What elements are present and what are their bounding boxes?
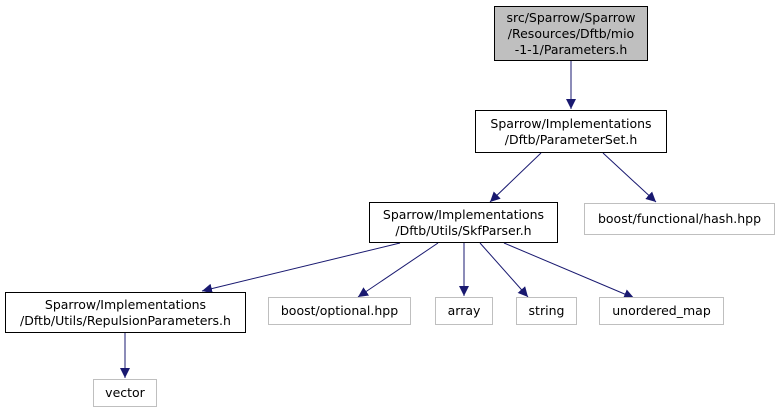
node-label-line: vector (105, 385, 145, 400)
node-optional-hpp[interactable]: boost/optional.hpp (268, 297, 411, 325)
node-label-line: /Dftb/Utils/SkfParser.h (395, 222, 532, 238)
node-parameterset-h[interactable]: Sparrow/Implementations /Dftb/ParameterS… (475, 110, 667, 153)
node-string[interactable]: string (516, 297, 577, 325)
node-vector[interactable]: vector (93, 379, 157, 407)
node-parameters-h[interactable]: src/Sparrow/Sparrow /Resources/Dftb/mio … (494, 6, 648, 61)
node-label-line: boost/optional.hpp (280, 303, 399, 318)
node-label-line: src/Sparrow/Sparrow (506, 9, 636, 25)
node-label-line: /Dftb/Utils/RepulsionParameters.h (20, 312, 231, 328)
edge-parameterset-to-skfparser (489, 152, 542, 203)
node-label-line: -1-1/Parameters.h (514, 41, 628, 57)
node-label-line: string (528, 303, 565, 318)
node-label-line: array (447, 303, 481, 318)
edge-skfparser-to-optional (357, 242, 439, 298)
node-label-line: /Dftb/ParameterSet.h (504, 131, 638, 147)
node-label-line: Sparrow/Implementations (44, 296, 207, 312)
node-label-line: boost/functional/hash.hpp (597, 211, 762, 226)
node-repulsionparameters-h[interactable]: Sparrow/Implementations /Dftb/Utils/Repu… (5, 292, 246, 333)
node-label-line: unordered_map (612, 303, 711, 318)
edge-parameterset-to-hash (602, 152, 657, 203)
node-label-line: /Resources/Dftb/mio (507, 25, 635, 41)
node-label-line: Sparrow/Implementations (490, 115, 652, 131)
node-skfparser-h[interactable]: Sparrow/Implementations /Dftb/Utils/SkfP… (369, 202, 558, 243)
node-hash-hpp[interactable]: boost/functional/hash.hpp (584, 203, 775, 235)
node-label-line: Sparrow/Implementations (382, 206, 545, 222)
edge-skfparser-to-string (479, 242, 529, 298)
node-unordered-map[interactable]: unordered_map (599, 297, 724, 325)
node-array[interactable]: array (435, 297, 493, 325)
edge-skfparser-to-repulsionparameters (201, 242, 401, 294)
edge-skfparser-to-unordered-map (503, 242, 635, 299)
